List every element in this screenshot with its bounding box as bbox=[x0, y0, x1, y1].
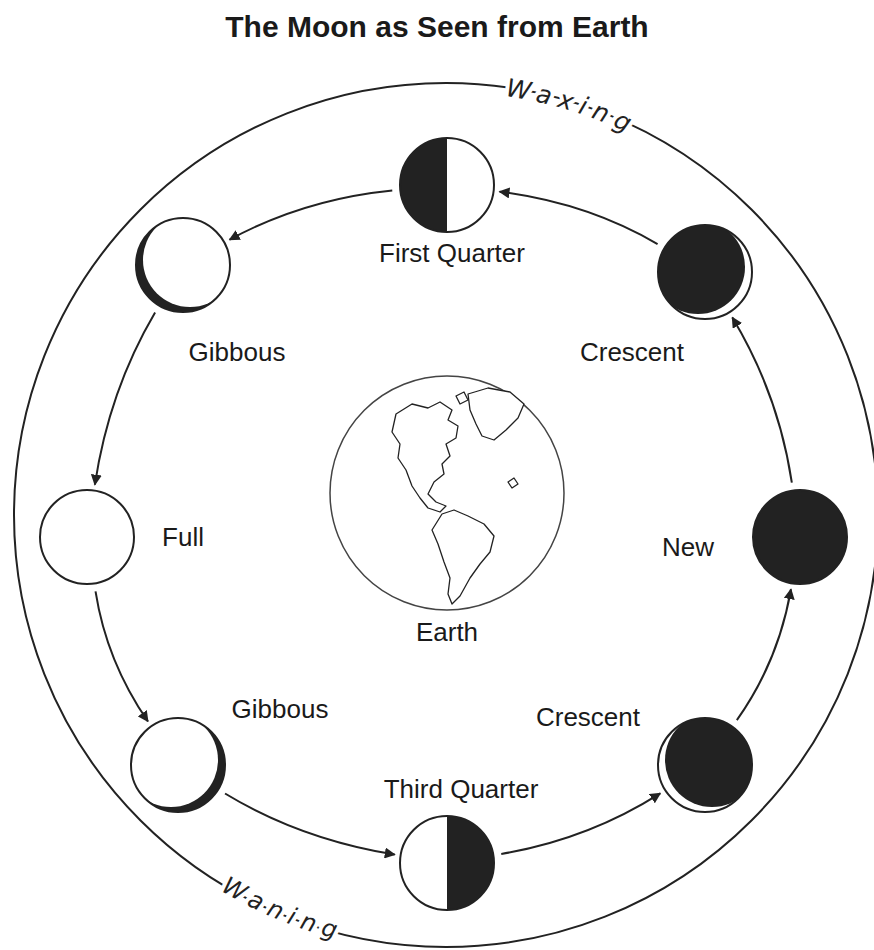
moon-phase: Full bbox=[38, 488, 136, 586]
moon-drawing bbox=[129, 716, 227, 814]
moon-phase: Gibbous bbox=[134, 216, 232, 314]
phase-label: Waxing bbox=[504, 73, 642, 141]
phase-name: Crescent bbox=[536, 702, 640, 733]
moon-phase: Crescent bbox=[656, 716, 754, 814]
moon-phase: Third Quarter bbox=[398, 814, 496, 912]
outer-circle bbox=[14, 83, 874, 947]
moon-drawing bbox=[656, 716, 754, 814]
phase-name: First Quarter bbox=[379, 238, 525, 269]
phase-label: Waning bbox=[217, 871, 347, 946]
phase-name: Full bbox=[162, 522, 204, 553]
globe-drawing bbox=[328, 374, 566, 612]
moon-phase: First Quarter bbox=[398, 136, 496, 234]
phase-name: Gibbous bbox=[232, 694, 329, 725]
moon-drawing bbox=[398, 814, 496, 912]
cycle-arrow bbox=[737, 589, 791, 720]
phase-name: Earth bbox=[416, 617, 478, 648]
moon-phase: Crescent bbox=[656, 223, 754, 321]
moon-drawing bbox=[751, 488, 849, 586]
phase-name: New bbox=[662, 532, 714, 563]
cycle-arrow bbox=[225, 794, 395, 855]
cycle-arrow bbox=[95, 312, 155, 484]
title: The Moon as Seen from Earth bbox=[0, 10, 874, 44]
moon-phase: Gibbous bbox=[129, 716, 227, 814]
phase-name: Crescent bbox=[580, 337, 684, 368]
moon-drawing bbox=[398, 136, 496, 234]
moon-phase: New bbox=[751, 488, 849, 586]
phase-name: Third Quarter bbox=[384, 774, 539, 805]
moon-drawing bbox=[38, 488, 136, 586]
moon-drawing bbox=[134, 216, 232, 314]
earth-globe: Earth bbox=[328, 374, 566, 612]
cycle-arrow bbox=[96, 591, 148, 721]
cycle-arrow bbox=[230, 190, 393, 239]
cycle-arrow bbox=[732, 317, 792, 482]
phase-name: Gibbous bbox=[189, 337, 286, 368]
cycle-arrow bbox=[500, 192, 658, 244]
moon-drawing bbox=[656, 223, 754, 321]
